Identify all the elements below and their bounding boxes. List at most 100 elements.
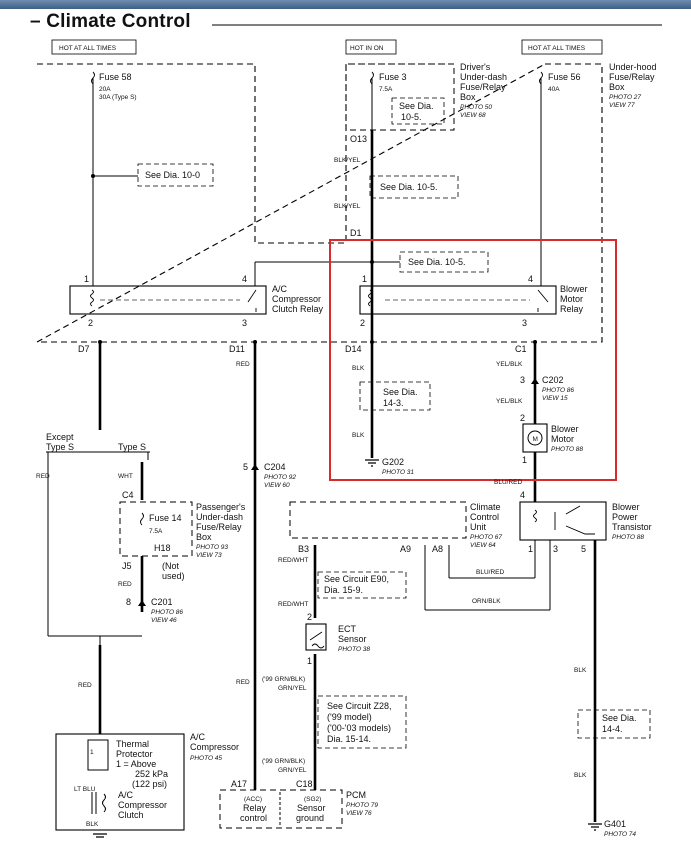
ect-sensor-symbol bbox=[305, 623, 327, 651]
g401-label: G401 bbox=[604, 819, 626, 829]
acc-line2: Compressor bbox=[190, 742, 239, 752]
z28-line1: See Circuit Z28, bbox=[327, 701, 392, 711]
pcm-relay-line1: Relay bbox=[243, 803, 267, 813]
d14-label: D14 bbox=[345, 344, 362, 354]
wht-label: WHT bbox=[118, 473, 133, 480]
red-3: RED bbox=[118, 581, 132, 588]
blk-2: BLK bbox=[352, 432, 365, 439]
ac-relay-line2: Compressor bbox=[272, 294, 321, 304]
blower-motor-photo: PHOTO 88 bbox=[551, 446, 583, 453]
top-banner bbox=[0, 0, 691, 9]
pcm-relay-line2: control bbox=[240, 813, 267, 823]
passenger-line1: Passenger's bbox=[196, 502, 246, 512]
underhood-box-view: VIEW 77 bbox=[609, 102, 635, 109]
blower-power-transistor-box bbox=[519, 501, 607, 541]
fuse58-label: Fuse 58 bbox=[99, 72, 132, 82]
pcm-box bbox=[219, 789, 343, 829]
o13-label: O13 bbox=[350, 134, 367, 144]
acc-photo: PHOTO 45 bbox=[190, 755, 222, 762]
connector-markers bbox=[91, 174, 539, 606]
fuse14-label: Fuse 14 bbox=[149, 513, 182, 523]
redwht-2: RED/WHT bbox=[278, 601, 308, 608]
d11-label: D11 bbox=[229, 344, 245, 354]
c202-view: VIEW 15 bbox=[542, 395, 568, 402]
bpt-pin4: 4 bbox=[520, 490, 525, 500]
drivers-box-photo: PHOTO 50 bbox=[460, 104, 492, 111]
drivers-box-line1: Driver's bbox=[460, 62, 491, 72]
c1-label: C1 bbox=[515, 344, 527, 354]
red-1: RED bbox=[236, 361, 250, 368]
acc-clutch-line3: Clutch bbox=[118, 810, 144, 820]
c202-label: C202 bbox=[542, 375, 564, 385]
tp-line3: 1 = Above bbox=[116, 759, 156, 769]
ccu-line1: Climate bbox=[470, 502, 501, 512]
ect-pin2: 2 bbox=[307, 612, 312, 622]
pcm-acc: (ACC) bbox=[244, 796, 262, 803]
hot-in-on: HOT IN ON bbox=[350, 45, 384, 52]
pcm-view: VIEW 76 bbox=[346, 810, 372, 817]
fuse58-amp-types: 30A (Type S) bbox=[99, 94, 137, 101]
c201-view: VIEW 46 bbox=[151, 617, 177, 624]
pin-2b: 2 bbox=[360, 318, 365, 328]
h18-label: H18 bbox=[154, 543, 171, 553]
blk-1: BLK bbox=[352, 365, 365, 372]
g202-label: G202 bbox=[382, 457, 404, 467]
a17-label: A17 bbox=[231, 779, 247, 789]
ccu-view: VIEW 64 bbox=[470, 542, 496, 549]
z28-line3: ('00-'03 models) bbox=[327, 723, 391, 733]
fuse56-amp: 40A bbox=[548, 86, 560, 93]
drivers-box-line4: Box bbox=[460, 92, 476, 102]
fuse-symbols bbox=[91, 71, 543, 526]
ect-sensor-internals bbox=[309, 631, 325, 649]
fuse14-amp: 7.5A bbox=[149, 528, 163, 535]
red-5: RED bbox=[236, 679, 250, 686]
pcm-sensor-line1: Sensor bbox=[297, 803, 326, 813]
pin-3a: 3 bbox=[242, 318, 247, 328]
highlight-frame bbox=[329, 239, 617, 481]
thermal-switch bbox=[87, 739, 109, 771]
passenger-line4: Box bbox=[196, 532, 212, 542]
dia143-line2: 14-3. bbox=[383, 398, 404, 408]
c202-photo: PHOTO 86 bbox=[542, 387, 574, 394]
dia144-line1: See Dia. bbox=[602, 713, 637, 723]
transistor-internals bbox=[533, 505, 595, 535]
bm-relay-box bbox=[359, 285, 557, 315]
blower-motor-symbol bbox=[522, 423, 548, 453]
drivers-box-view: VIEW 68 bbox=[460, 112, 486, 119]
g401-photo: PHOTO 74 bbox=[604, 831, 636, 838]
dia100: See Dia. 10-0 bbox=[145, 170, 200, 180]
pin-3b: 3 bbox=[522, 318, 527, 328]
bpt-pin1: 1 bbox=[528, 544, 533, 554]
ground-symbols bbox=[93, 459, 602, 838]
ac-relay-box bbox=[69, 285, 267, 315]
c204-view: VIEW 60 bbox=[264, 482, 290, 489]
grn-3: ('99 GRN/BLK) bbox=[262, 758, 305, 765]
g202-photo: PHOTO 31 bbox=[382, 469, 414, 476]
blured-1: BLU/RED bbox=[494, 479, 522, 486]
page-title: – Climate Control bbox=[30, 11, 191, 32]
pin-4b: 4 bbox=[528, 274, 533, 284]
passenger-line3: Fuse/Relay bbox=[196, 522, 242, 532]
yelblk-2: YEL/BLK bbox=[496, 398, 523, 405]
passenger-photo: PHOTO 93 bbox=[196, 544, 228, 551]
z28-line4: Dia. 15-14. bbox=[327, 734, 371, 744]
bpt-line3: Transistor bbox=[612, 522, 652, 532]
ccu-photo: PHOTO 67 bbox=[470, 534, 502, 541]
bpt-line1: Blower bbox=[612, 502, 640, 512]
dia143-line1: See Dia. bbox=[383, 387, 418, 397]
ccu-line3: Unit bbox=[470, 522, 487, 532]
tp-line4: 252 kPa bbox=[135, 769, 168, 779]
pin-2a: 2 bbox=[88, 318, 93, 328]
z28-line2: ('99 model) bbox=[327, 712, 372, 722]
j5-label: J5 bbox=[122, 561, 132, 571]
bpt-photo: PHOTO 88 bbox=[612, 534, 644, 541]
types-label: Type S bbox=[118, 442, 146, 452]
orn-blk: ORN/BLK bbox=[472, 598, 501, 605]
c204-label: C204 bbox=[264, 462, 286, 472]
passenger-box-outline bbox=[119, 501, 193, 557]
passenger-line2: Under-dash bbox=[196, 512, 243, 522]
bm-relay-line2: Motor bbox=[560, 294, 583, 304]
drivers-box-line2: Under-dash bbox=[460, 72, 507, 82]
c204-photo: PHOTO 92 bbox=[264, 474, 296, 481]
acc-clutch-line1: A/C bbox=[118, 790, 134, 800]
